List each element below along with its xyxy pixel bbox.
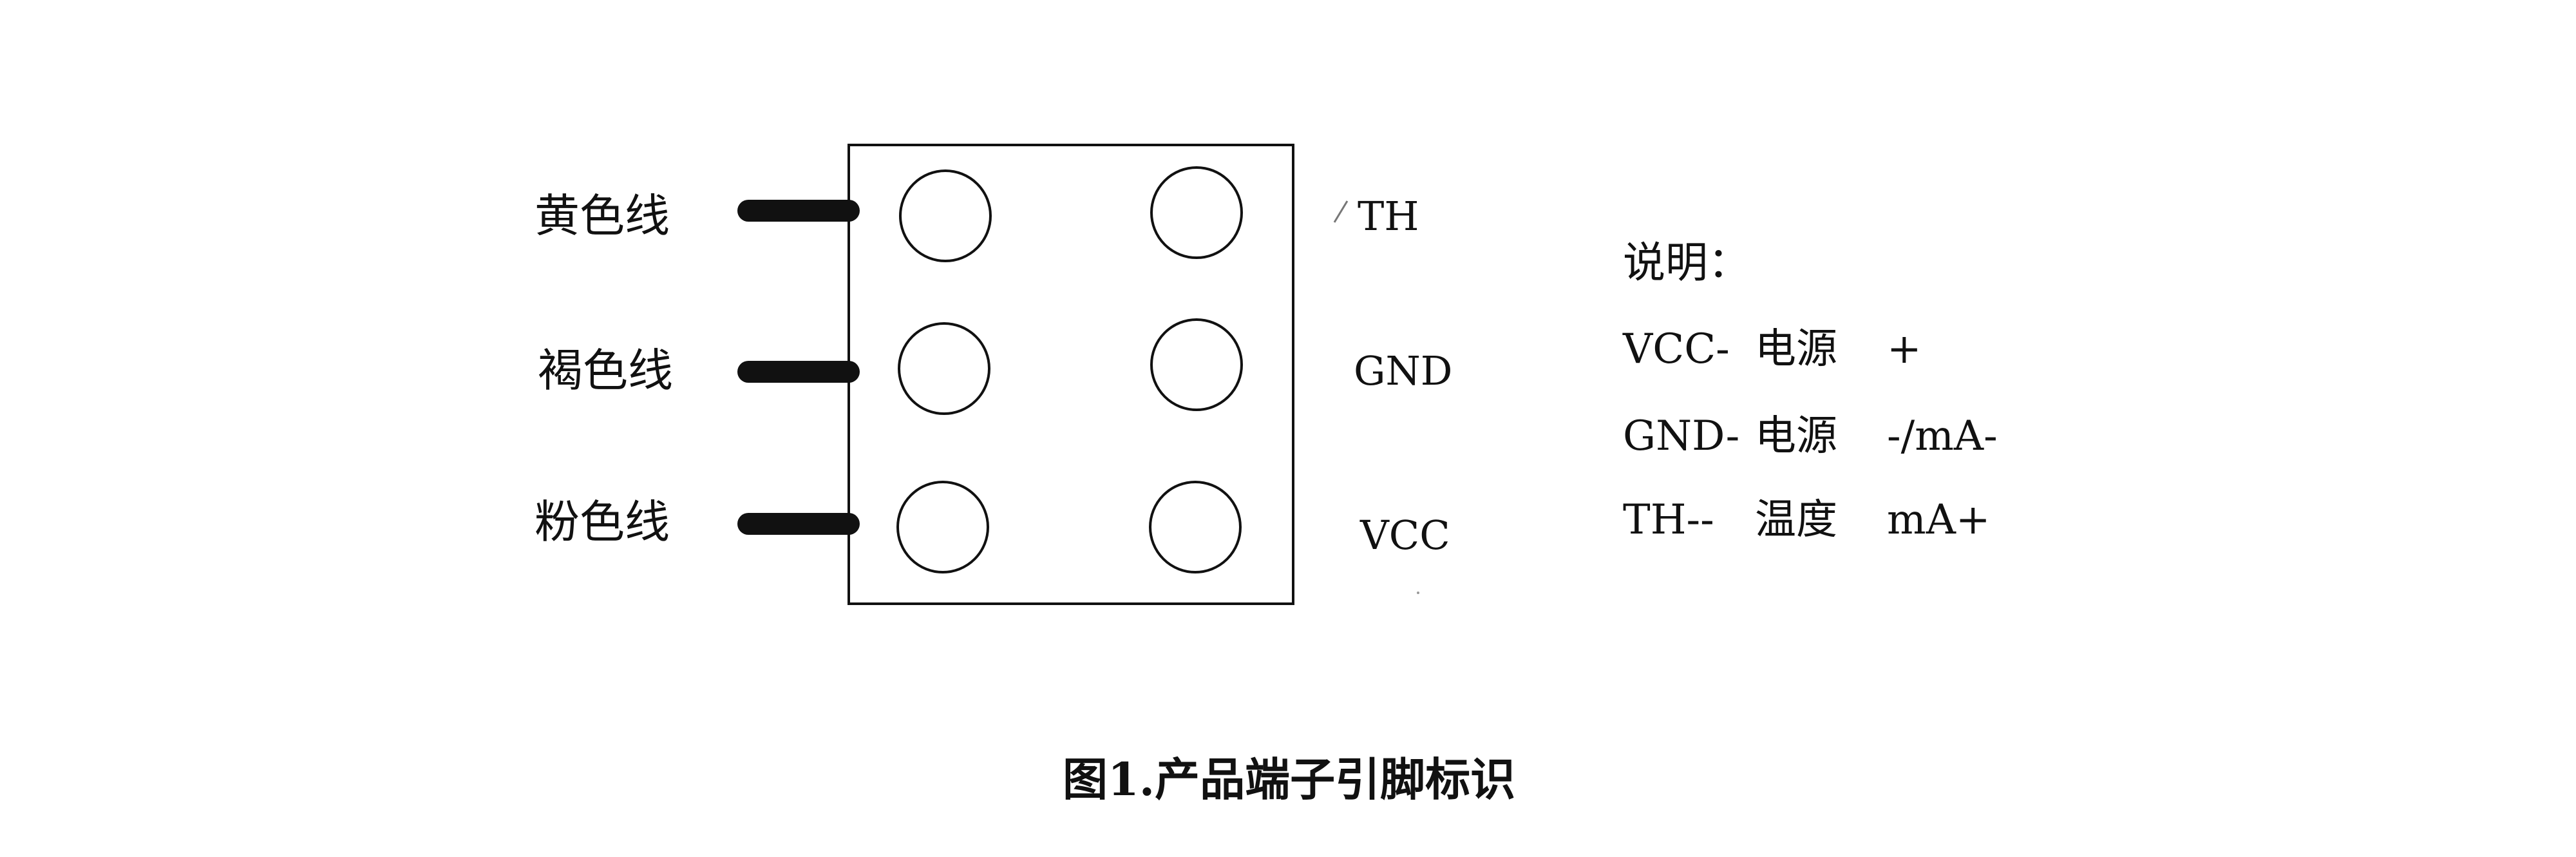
note-name: 电源: [1755, 412, 1837, 460]
pin-hole-right-2: [1150, 318, 1243, 411]
wire-label-yellow: 黄色线: [535, 189, 670, 242]
note-sign: -/mA-: [1887, 412, 1998, 460]
pin-label-gnd: GND: [1354, 347, 1453, 394]
note-name: 电源: [1755, 325, 1837, 373]
note-code: GND-: [1623, 412, 1740, 460]
pin-label-vcc: VCC: [1360, 512, 1450, 559]
wire-label-pink: 粉色线: [535, 496, 670, 548]
pin-hole-left-1: [899, 169, 992, 262]
pin-hole-right-1: [1150, 166, 1243, 259]
stray-dot: [1417, 592, 1419, 594]
pin-hole-right-3: [1149, 481, 1242, 573]
note-code: VCC-: [1623, 325, 1730, 373]
note-sign: +: [1887, 325, 1922, 373]
wire-label-brown: 褐色线: [538, 344, 673, 397]
note-code: TH--: [1623, 496, 1714, 544]
pin-label-th: TH: [1358, 193, 1419, 240]
note-name: 温度: [1755, 496, 1837, 544]
connector-body: [848, 144, 1294, 605]
pin-hole-left-3: [896, 481, 989, 573]
stray-tick-mark: [1333, 200, 1349, 223]
pin-hole-left-2: [898, 322, 990, 415]
note-sign: mA+: [1887, 496, 1991, 544]
figure-caption: 图1.产品端子引脚标识: [1063, 753, 1516, 806]
notes-title: 说明：: [1623, 238, 1750, 287]
